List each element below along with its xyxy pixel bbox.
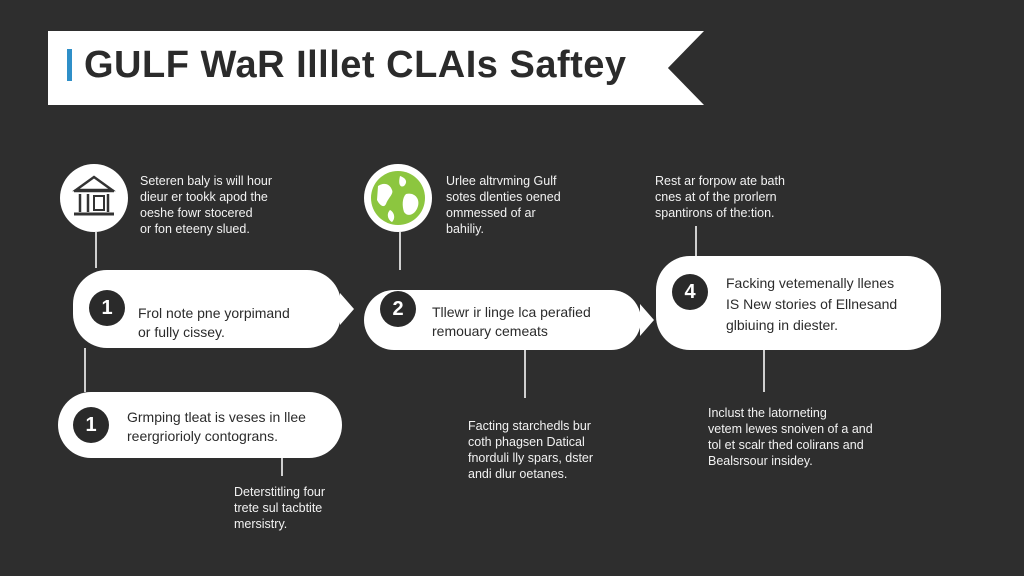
connector-line [695,226,697,256]
courthouse-icon [60,164,128,232]
title-banner [48,31,704,105]
step-number-badge: 1 [73,407,109,443]
title-accent-bar [67,49,72,81]
globe-icon [364,164,432,232]
step-number-badge: 4 [672,274,708,310]
bottom-note-right: Inclust the latorneting vetem lewes snoi… [708,406,873,468]
step-number-badge: 1 [89,290,125,326]
connector-line [524,350,526,398]
top-note-right: Rest ar forpow ate bath cnes at of the p… [655,174,785,220]
connector-line [763,350,765,392]
connector-line [281,458,283,476]
step-pill-arrow [640,304,654,336]
step-text: Grmping tleat is veses in llee reergrior… [127,409,306,444]
connector-line [399,232,401,270]
step-text: Tllewr ir linge lca perafied remouary ce… [432,304,591,339]
step-text: Frol note pne yorpimand or fully cissey. [138,305,290,340]
step-text: Facking vetemenally llenes IS New storie… [726,275,898,333]
bottom-note-left: Deterstitling four trete sul tacbtite me… [234,485,326,531]
connector-line [84,348,86,392]
step-number-badge: 2 [380,291,416,327]
step-pill-arrow [340,293,354,325]
connector-line [95,232,97,268]
bottom-note-middle: Facting starchedls bur coth phagsen Dati… [468,419,594,481]
top-note-left: Seteren baly is will hour dieur er tookk… [140,174,273,236]
top-note-middle: Urlee altrvming Gulf sotes dlenties oene… [446,174,561,236]
page-title: GULF WaR Illlet CLAIs Saftey [84,44,627,86]
